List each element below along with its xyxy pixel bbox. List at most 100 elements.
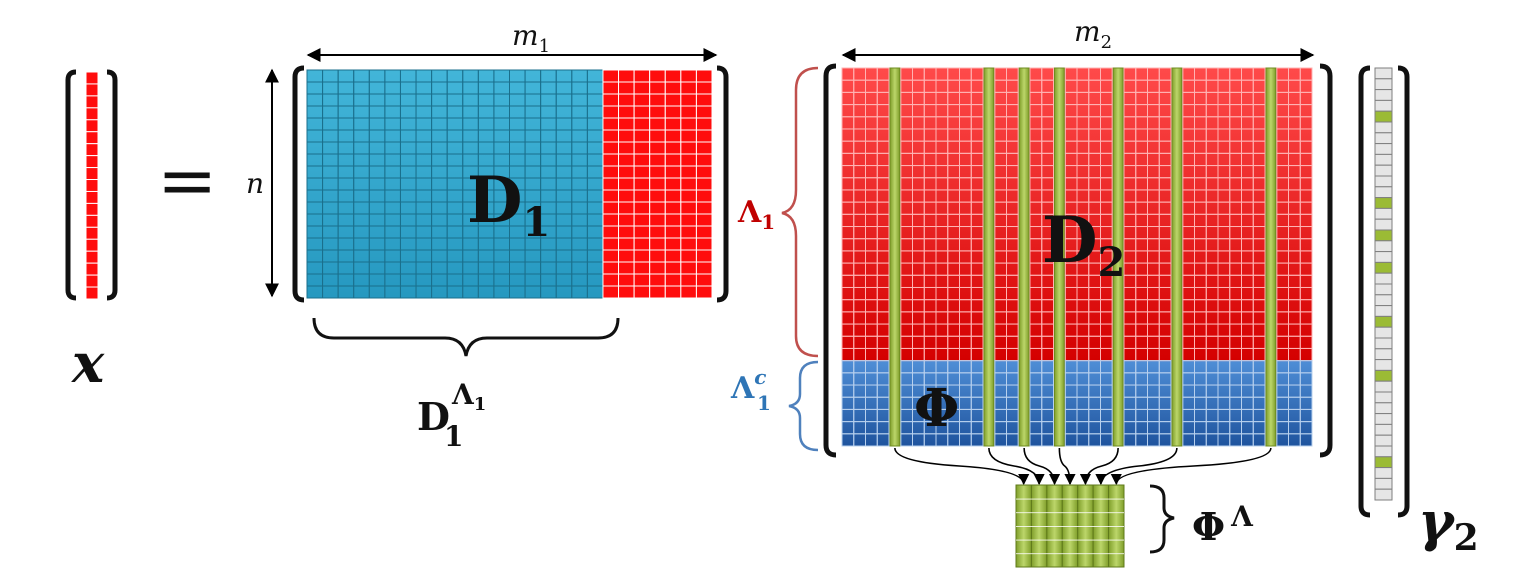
- d1-selected-cell: [540, 129, 557, 143]
- d1l-sup-sub: 1: [474, 394, 487, 415]
- d1-selected-cell: [477, 105, 495, 119]
- d1-cell: [680, 201, 697, 215]
- d1-selected-cell: [586, 189, 604, 203]
- d1-cell: [618, 285, 635, 299]
- d1-cell: [633, 69, 651, 83]
- d1-selected-cell: [462, 93, 479, 107]
- support-arrow: [1058, 447, 1076, 486]
- d1-selected-cell: [571, 261, 588, 275]
- d1-selected-cell: [337, 81, 355, 95]
- d1-cell: [633, 129, 651, 143]
- gamma2-cell: [1374, 488, 1393, 501]
- d1-cell: [680, 225, 697, 239]
- d1-right-bracket: [716, 65, 729, 303]
- d1-selected-cell: [306, 129, 324, 143]
- d1-cell: [695, 213, 713, 227]
- d1-selected-cell: [586, 129, 604, 143]
- d1-selected-cell: [586, 225, 604, 239]
- d1-selected-cell: [431, 213, 448, 227]
- gamma2-left-bracket: [1358, 65, 1371, 518]
- d1-cell: [664, 105, 682, 119]
- d1-cell: [664, 213, 682, 227]
- d1-selected-cell: [477, 81, 495, 95]
- d1-selected-cell: [524, 249, 542, 263]
- d1-selected-cell: [477, 141, 495, 155]
- gamma2-cell: [1374, 337, 1393, 350]
- d1-selected-cell: [384, 141, 401, 155]
- d1-cell: [618, 69, 635, 83]
- x-vector: [65, 69, 118, 301]
- d1-selected-cell: [399, 285, 417, 299]
- d1-selected-cell: [399, 153, 417, 167]
- d1-selected-cell: [586, 249, 604, 263]
- m1-label: m1: [512, 19, 550, 57]
- d1-selected-cell: [462, 117, 479, 131]
- d1-selected-cell: [399, 249, 417, 263]
- d1-selected-cell: [586, 153, 604, 167]
- d1-selected-cell: [571, 129, 588, 143]
- x-label: x: [71, 331, 105, 395]
- d2-right-bracket: [1319, 63, 1333, 458]
- gamma2-nonzero-cell: [1374, 369, 1393, 382]
- d1-selected-cell: [353, 105, 370, 119]
- d1-cell: [680, 165, 697, 179]
- d1-cell: [649, 105, 666, 119]
- phil-base: Φ: [1192, 504, 1225, 549]
- d1-selected-cell: [353, 81, 370, 95]
- d1-selected-cell: [322, 213, 339, 227]
- d1-selected-cell: [586, 81, 604, 95]
- d1-selected-cell: [540, 261, 557, 275]
- support-arrow: [1023, 447, 1061, 486]
- d1-selected-cell: [337, 105, 355, 119]
- d1-cell: [618, 105, 635, 119]
- d1-selected-cell: [306, 81, 324, 95]
- d1-selected-cell: [431, 237, 448, 251]
- gamma2-nonzero-cell: [1374, 110, 1393, 123]
- d1-selected-cell: [368, 69, 386, 83]
- d1-cell: [633, 117, 651, 131]
- d1-selected-cell: [306, 141, 324, 155]
- d1-cell: [618, 129, 635, 143]
- gamma2-cell: [1374, 164, 1393, 177]
- d1-selected-cell: [306, 237, 324, 251]
- d1-selected-cell: [540, 105, 557, 119]
- d1-selected-cell: [399, 69, 417, 83]
- d1-selected-cell: [368, 201, 386, 215]
- d1-selected-cell: [337, 153, 355, 167]
- phi-label: Φ: [914, 378, 959, 439]
- d1-selected-cell: [431, 81, 448, 95]
- d1-selected-cell: [493, 261, 510, 275]
- gamma2-cell: [1374, 121, 1393, 134]
- d1-cell: [664, 93, 682, 107]
- d1-selected-cell: [571, 237, 588, 251]
- d1-selected-cell: [555, 69, 573, 83]
- d1-cell: [633, 189, 651, 203]
- d1-selected-cell: [571, 117, 588, 131]
- d1-selected-cell: [462, 237, 479, 251]
- d2-support-columns: [889, 67, 1277, 447]
- d1-selected-cell: [431, 249, 448, 263]
- d1-selected-cell: [306, 165, 324, 179]
- d1-cell: [664, 69, 682, 83]
- d1-selected-cell: [586, 93, 604, 107]
- d1-selected-cell: [322, 153, 339, 167]
- d1-selected-cell: [571, 81, 588, 95]
- d1-cell: [664, 285, 682, 299]
- d1-selected-cell: [322, 93, 339, 107]
- x-cell: [85, 167, 99, 181]
- d1-cell: [649, 261, 666, 275]
- d1-selected-cell: [462, 261, 479, 275]
- gamma2-cell: [1374, 391, 1393, 404]
- d1-selected-cell: [555, 189, 573, 203]
- gamma2-nonzero-cell: [1374, 315, 1393, 328]
- d1-cell: [695, 225, 713, 239]
- d1-selected-cell: [368, 273, 386, 287]
- d1-selected-cell: [322, 117, 339, 131]
- d1-selected-cell: [431, 141, 448, 155]
- d1-selected-cell: [431, 189, 448, 203]
- d1-cell: [633, 249, 651, 263]
- d1-selected-cell: [368, 105, 386, 119]
- d1-selected-cell: [509, 249, 526, 263]
- d1-cell: [664, 153, 682, 167]
